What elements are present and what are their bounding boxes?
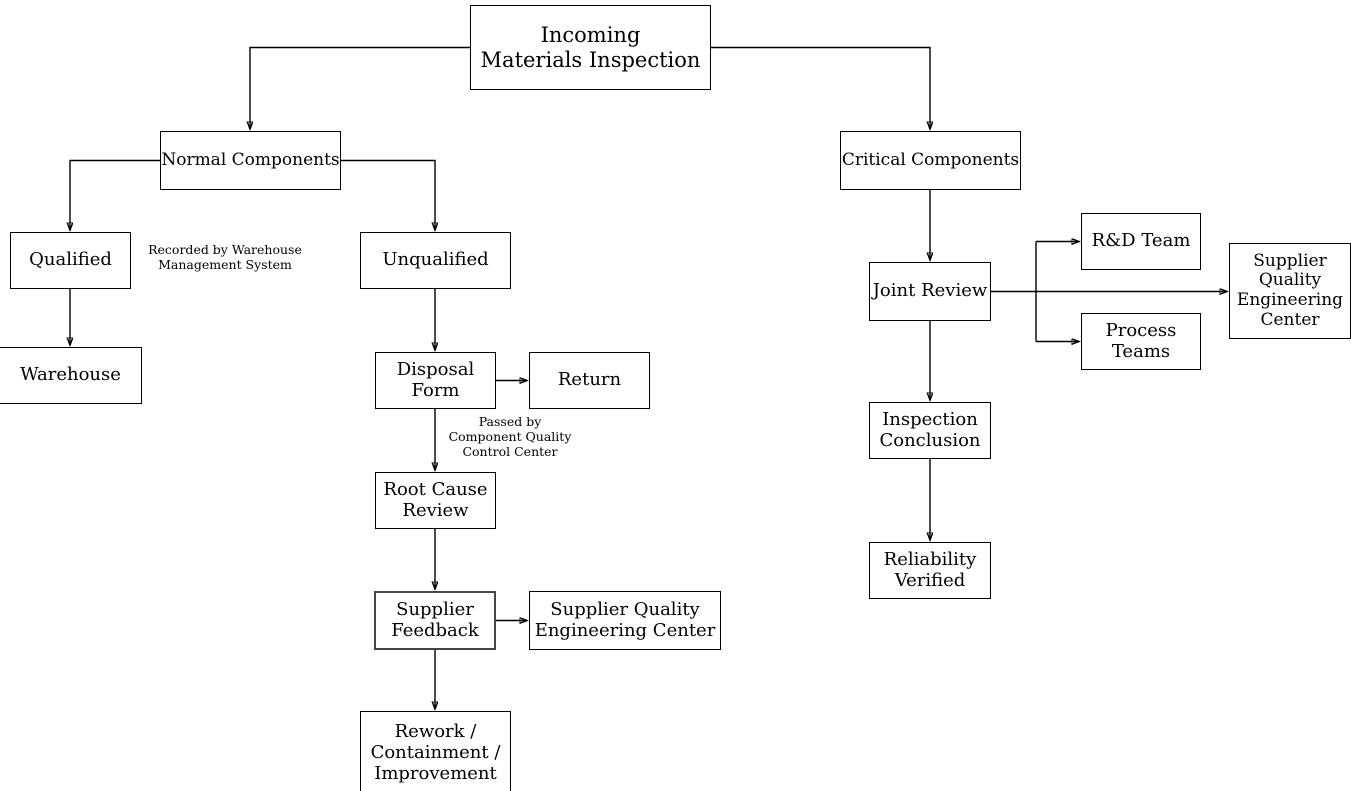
edge-incoming-to-critical [711, 46, 930, 130]
node-normal-components[interactable]: Normal Components [160, 131, 341, 190]
edge-label-warehouse-note: Recorded by Warehouse Management System [148, 242, 302, 272]
node-joint-review[interactable]: Joint Review [869, 262, 991, 321]
node-supplier-quality-engineering-center-mid[interactable]: Supplier Quality Engineering Center [529, 591, 721, 650]
node-critical-components[interactable]: Critical Components [840, 131, 1021, 190]
node-disposal-form[interactable]: Disposal Form [375, 352, 496, 409]
node-rework-containment-improvement[interactable]: Rework / Containment / Improvement [360, 711, 511, 791]
node-supplier-quality-engineering-center-right[interactable]: Supplier Quality Engineering Center [1229, 243, 1351, 339]
node-warehouse[interactable]: Warehouse [0, 347, 142, 404]
edge-label-disposal-note: Passed by Component Quality Control Cent… [448, 414, 572, 459]
node-supplier-feedback[interactable]: Supplier Feedback [374, 591, 496, 650]
node-return[interactable]: Return [529, 352, 650, 409]
node-unqualified[interactable]: Unqualified [360, 232, 511, 289]
node-qualified[interactable]: Qualified [10, 232, 131, 289]
node-inspection-conclusion[interactable]: Inspection Conclusion [869, 402, 991, 459]
node-root-cause-review[interactable]: Root Cause Review [375, 472, 496, 529]
node-reliability-verified[interactable]: Reliability Verified [869, 542, 991, 599]
node-rd-team[interactable]: R&D Team [1081, 213, 1201, 270]
node-process-teams[interactable]: Process Teams [1081, 313, 1201, 370]
node-incoming-materials-inspection[interactable]: Incoming Materials Inspection [470, 5, 711, 90]
edge-normal-to-qualified [70, 159, 160, 231]
edge-normal-to-unqualified [341, 159, 435, 231]
edge-incoming-to-normal [250, 46, 470, 130]
